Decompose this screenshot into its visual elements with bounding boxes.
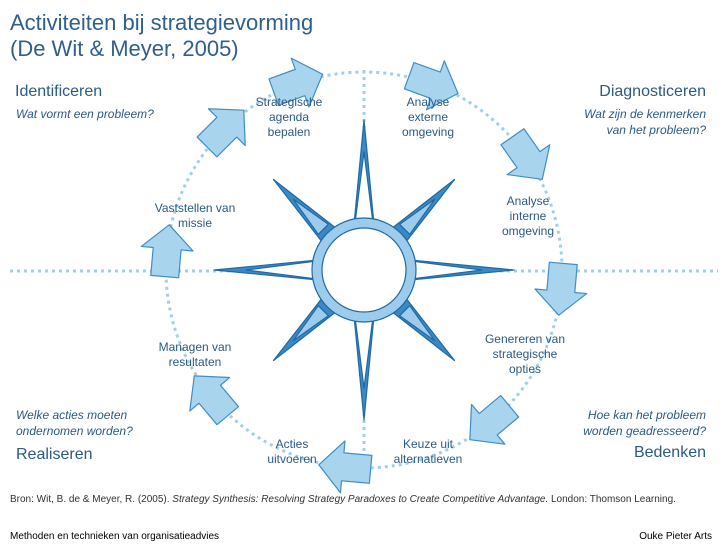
step-agenda-line-2: agenda: [268, 110, 310, 124]
cycle-arrow: [534, 261, 588, 316]
step-intern-line-1: Analyse: [506, 194, 550, 208]
step-label-acties: Acties uitvoeren: [252, 437, 332, 467]
step-label-opties: Genereren van strategische opties: [470, 332, 580, 377]
step-opties-line-3: opties: [508, 362, 542, 376]
question-diagnosticeren: Wat zijn de kenmerken van het probleem?: [584, 106, 706, 138]
step-label-missie: Vaststellen van missie: [136, 201, 254, 231]
cycle-arrows: [140, 57, 588, 494]
step-label-keuze: Keuze uit alternatieven: [382, 437, 474, 467]
step-missie-line-1: Vaststellen van: [154, 201, 236, 215]
compass-diagonal-inner: [399, 198, 436, 235]
question-identificeren: Wat vormt een probleem?: [16, 107, 154, 121]
cycle-arrow-shape: [140, 224, 194, 279]
footer-right: Ouke Pieter Arts: [639, 531, 712, 542]
compass-star: [213, 119, 515, 421]
compass-diagonal-inner: [292, 198, 329, 235]
source-prefix: Bron: Wit, B. de & Meyer, R. (2005).: [10, 494, 173, 505]
question-diagnosticeren-line-1: Wat zijn de kenmerken: [584, 107, 706, 121]
question-realiseren: Welke acties moeten ondernomen worden?: [16, 407, 133, 439]
page-title: Activiteiten bij strategievorming (De Wi…: [10, 10, 313, 62]
step-acties-line-2: uitvoeren: [267, 452, 317, 466]
compass-hub: [321, 227, 407, 313]
step-acties-line-1: Acties: [275, 437, 309, 451]
step-extern-line-2: externe: [407, 110, 449, 124]
cycle-arrow: [403, 60, 459, 111]
cycle-arrow-shape: [196, 108, 246, 158]
quadrant-bedenken: Bedenken: [633, 444, 706, 461]
step-intern-line-2: interne: [509, 209, 547, 223]
step-agenda-line-3: bepalen: [267, 125, 311, 139]
cycle-arrow: [140, 224, 194, 279]
compass-diagonal-inner: [399, 305, 436, 342]
step-intern-line-3: omgeving: [501, 224, 555, 238]
cycle-arrow: [318, 440, 373, 494]
footer-left: Methoden en technieken van organisatiead…: [10, 531, 220, 542]
step-resultaten-line-1: Managen van: [158, 340, 232, 354]
cycle-arrow-shape: [500, 128, 551, 180]
cycle-arrow: [469, 394, 520, 445]
question-bedenken-line-2: worden geadresseerd?: [583, 424, 706, 438]
step-opties-line-2: strategische: [492, 347, 558, 361]
question-realiseren-line-2: ondernomen worden?: [16, 424, 133, 438]
step-opties-line-1: Genereren van: [484, 332, 566, 346]
cycle-arrow-shape: [318, 440, 373, 494]
cycle-arrow: [196, 108, 246, 158]
cycle-arrow-shape: [403, 60, 459, 111]
source-reference: Bron: Wit, B. de & Meyer, R. (2005). Str…: [10, 493, 710, 507]
cycle-arrow-shape: [189, 375, 240, 426]
step-extern-line-1: Analyse: [406, 95, 450, 109]
cycle-arrow-shape: [534, 261, 588, 316]
source-suffix: London: Thomson Learning.: [548, 494, 676, 505]
question-bedenken: Hoe kan het probleem worden geadresseerd…: [583, 407, 706, 439]
step-missie-line-2: missie: [177, 216, 212, 230]
question-bedenken-line-1: Hoe kan het probleem: [587, 408, 706, 422]
step-keuze-line-1: Keuze uit: [402, 437, 454, 451]
title-line-2: (De Wit & Meyer, 2005): [10, 36, 239, 61]
cycle-arrow-shape: [469, 394, 520, 445]
cycle-arrow: [189, 375, 240, 426]
step-label-resultaten: Managen van resultaten: [140, 340, 250, 370]
step-agenda-line-1: Strategische: [255, 95, 323, 109]
compass-diagonal-inner: [292, 305, 329, 342]
source-book-title: Strategy Synthesis: Resolving Strategy P…: [172, 494, 549, 505]
question-diagnosticeren-line-2: van het probleem?: [606, 123, 706, 137]
cycle-arrow: [500, 128, 551, 180]
step-label-extern: Analyse externe omgeving: [388, 95, 468, 140]
step-label-agenda: Strategische agenda bepalen: [244, 95, 334, 140]
cycle-arrow-shape: [268, 57, 324, 108]
quadrant-realiseren: Realiseren: [16, 446, 93, 463]
title-line-1: Activiteiten bij strategievorming: [10, 10, 314, 35]
step-keuze-line-2: alternatieven: [393, 452, 463, 466]
cycle-arrow: [268, 57, 324, 108]
quadrant-identificeren: Identificeren: [15, 83, 103, 100]
step-label-intern: Analyse interne omgeving: [488, 194, 568, 239]
question-realiseren-line-1: Welke acties moeten: [16, 408, 128, 422]
step-extern-line-3: omgeving: [401, 125, 455, 139]
quadrant-diagnosticeren: Diagnosticeren: [599, 83, 706, 100]
step-resultaten-line-2: resultaten: [168, 355, 222, 369]
